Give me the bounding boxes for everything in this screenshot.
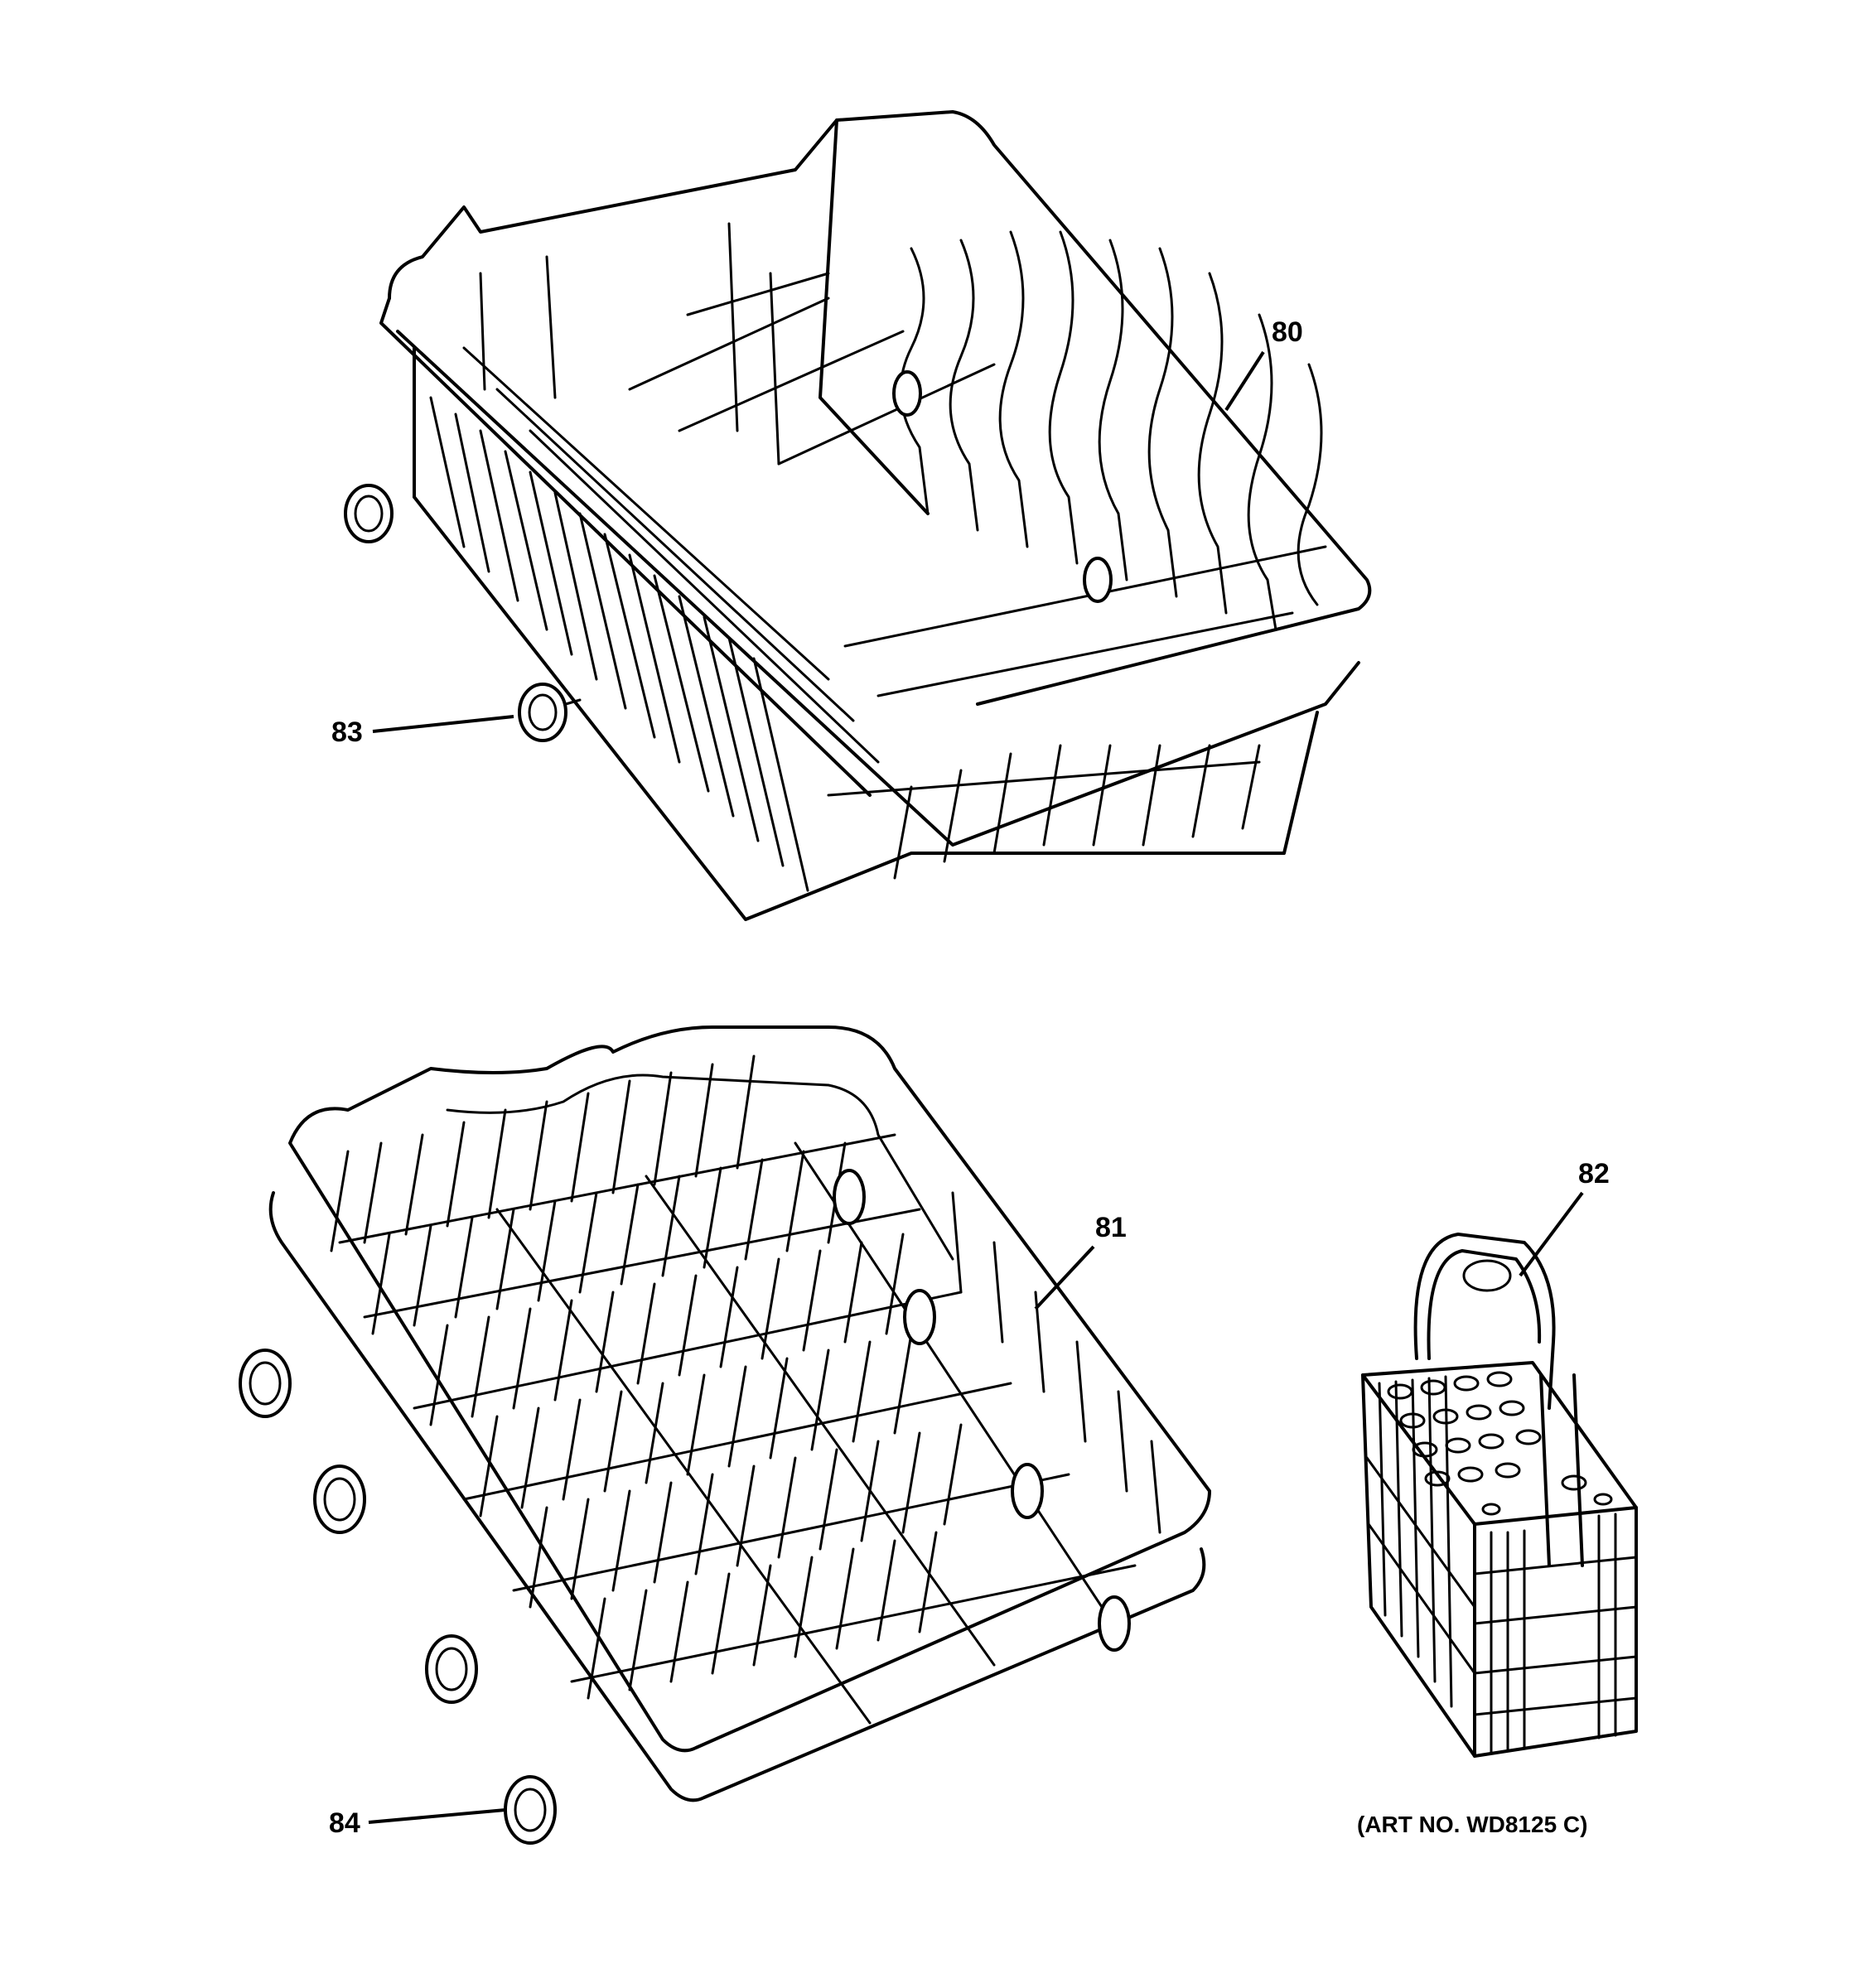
callout-81: 81 bbox=[1034, 1212, 1127, 1310]
callout-84-leader bbox=[368, 1808, 506, 1824]
callout-80-leader bbox=[1224, 350, 1265, 412]
callout-83-leader bbox=[372, 715, 514, 733]
upper-rack-side-wheel-icon bbox=[892, 370, 1113, 603]
callout-82-leader bbox=[1519, 1191, 1584, 1277]
upper-rack-rear-wheel-icon bbox=[344, 484, 394, 543]
lower-rack-side-wheel-icon bbox=[833, 1169, 1131, 1652]
callout-83-label: 83 bbox=[331, 717, 363, 748]
callout-83: 83 bbox=[331, 715, 514, 748]
callout-81-label: 81 bbox=[1095, 1212, 1127, 1243]
lower-rack-wheel-icon bbox=[239, 1349, 478, 1704]
silverware-basket bbox=[1361, 1233, 1638, 1758]
callout-80: 80 bbox=[1224, 316, 1303, 412]
lower-rack-wheel-84-icon bbox=[504, 1775, 557, 1845]
callout-81-leader bbox=[1034, 1245, 1095, 1310]
callout-84: 84 bbox=[329, 1807, 506, 1839]
callout-84-label: 84 bbox=[329, 1807, 360, 1839]
lower-dish-rack bbox=[239, 1025, 1211, 1845]
callout-82: 82 bbox=[1519, 1158, 1610, 1277]
callout-82-label: 82 bbox=[1578, 1158, 1610, 1189]
callout-80-label: 80 bbox=[1272, 316, 1303, 348]
upper-dish-rack bbox=[344, 110, 1372, 921]
art-number: (ART NO. WD8125 C) bbox=[1357, 1812, 1587, 1837]
upper-rack-wheel-83-icon bbox=[518, 683, 582, 742]
